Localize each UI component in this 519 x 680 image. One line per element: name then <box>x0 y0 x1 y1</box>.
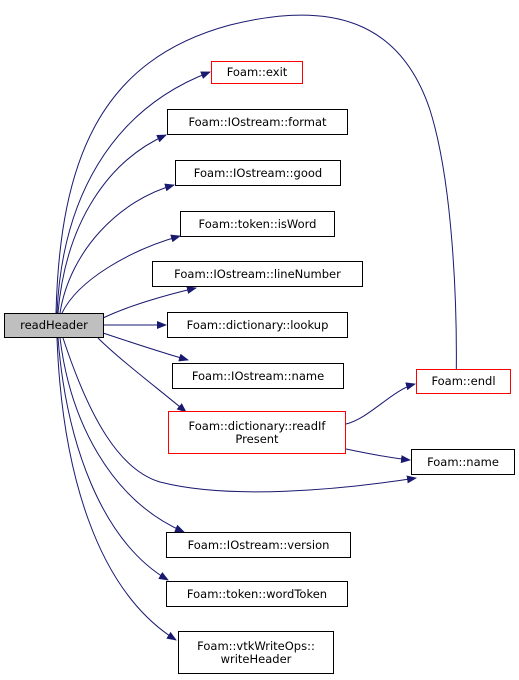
node-readifpresent-line2: Present <box>235 431 279 446</box>
node-iostream-format-label: Foam::IOstream::format <box>188 114 327 129</box>
node-token-wordtoken-label: Foam::token::wordToken <box>186 586 328 601</box>
edge-readheader-isword <box>61 234 181 314</box>
node-foam-endl[interactable]: Foam::endl <box>416 369 511 394</box>
edge-readheader-format <box>57 134 167 314</box>
edge-readheader-ioname <box>102 332 189 362</box>
node-foam-exit[interactable]: Foam::exit <box>211 61 303 84</box>
edge-readheader-wordtoken <box>57 337 169 581</box>
node-iostream-good-label: Foam::IOstream::good <box>193 165 323 180</box>
node-writeheader-line1: Foam::vtkWriteOps:: <box>197 638 315 653</box>
node-foam-name-label: Foam::name <box>427 454 499 469</box>
node-iostream-format[interactable]: Foam::IOstream::format <box>167 109 348 135</box>
node-dictionary-lookup-label: Foam::dictionary::lookup <box>186 317 329 332</box>
edge-readheader-good <box>59 183 175 314</box>
node-foam-exit-label: Foam::exit <box>226 65 288 79</box>
edge-readheader-name <box>62 337 417 493</box>
node-iostream-linenumber[interactable]: Foam::IOstream::lineNumber <box>152 261 363 287</box>
edge-readifpresent-endl <box>345 382 416 425</box>
node-iostream-linenumber-label: Foam::IOstream::lineNumber <box>174 266 341 281</box>
node-token-isword-label: Foam::token::isWord <box>198 216 317 231</box>
node-foam-name[interactable]: Foam::name <box>411 449 515 475</box>
edge-readheader-exit <box>56 71 211 314</box>
node-readheader: readHeader <box>4 313 104 338</box>
node-vtkwriteops-writeheader[interactable]: Foam::vtkWriteOps:: writeHeader <box>178 631 334 674</box>
node-iostream-name-label: Foam::IOstream::name <box>191 368 325 383</box>
node-writeheader-line2: writeHeader <box>220 651 292 666</box>
node-iostream-good[interactable]: Foam::IOstream::good <box>175 160 341 186</box>
node-dictionary-readifpresent[interactable]: Foam::dictionary::readIf Present <box>168 411 346 454</box>
edge-readifpresent-name <box>345 448 411 464</box>
edge-readheader-version <box>59 337 185 533</box>
node-iostream-name[interactable]: Foam::IOstream::name <box>172 363 344 389</box>
node-token-wordtoken[interactable]: Foam::token::wordToken <box>166 581 348 607</box>
edge-readheader-writeheader <box>56 337 177 641</box>
edge-readheader-readifpresent <box>97 337 187 413</box>
edge-readheader-endl <box>55 14 461 391</box>
node-iostream-version-label: Foam::IOstream::version <box>187 537 330 552</box>
node-dictionary-lookup[interactable]: Foam::dictionary::lookup <box>167 312 348 338</box>
node-readifpresent-line1: Foam::dictionary::readIf <box>188 418 326 433</box>
node-token-isword[interactable]: Foam::token::isWord <box>180 211 335 237</box>
node-readheader-label: readHeader <box>20 318 88 332</box>
node-iostream-version[interactable]: Foam::IOstream::version <box>166 532 351 558</box>
edge-readheader-linenumber <box>102 286 197 319</box>
node-foam-endl-label: Foam::endl <box>431 374 496 388</box>
